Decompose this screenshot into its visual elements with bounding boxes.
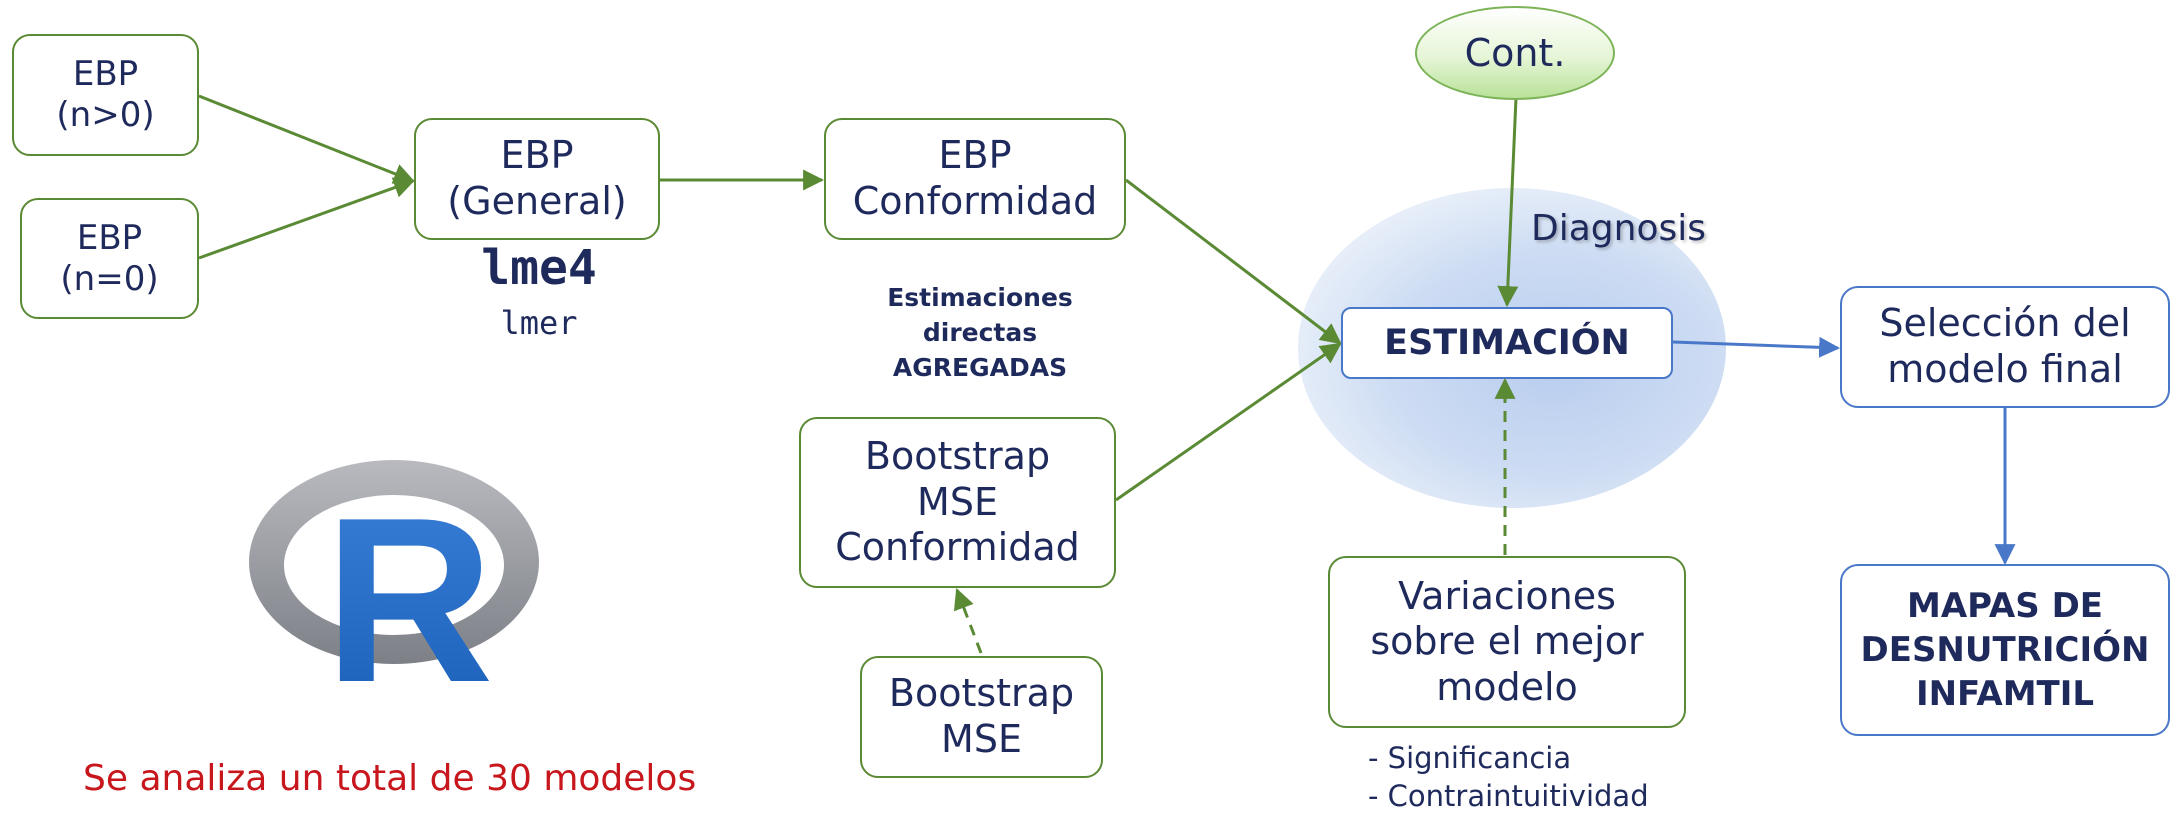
ebp-n-eq-0-title: EBP	[76, 217, 143, 258]
ebp-conformidad-subtitle: Conformidad	[852, 179, 1098, 223]
arrow-cont-to-estimacion	[1497, 97, 1519, 308]
bootstrap-mse-line-1: Bootstrap	[888, 671, 1075, 716]
arrow-bootstrap-mse-to-conformidad	[953, 588, 983, 654]
ebp-general-subtitle: (General)	[447, 179, 627, 223]
arrow-estimacion-to-seleccion	[1672, 336, 1841, 358]
cont-label: Cont.	[1464, 31, 1566, 75]
bootstrap-mse-conformidad-box: Bootstrap MSE Conformidad	[799, 417, 1116, 588]
ebp-n-eq-0-subtitle: (n=0)	[60, 258, 159, 299]
mapas-line-1: MAPAS DE	[1906, 585, 2104, 626]
ebp-n-gt-0-title: EBP	[72, 54, 139, 95]
ebp-conformidad-title: EBP	[938, 133, 1012, 178]
bootstrap-mse-conformidad-line-1: Bootstrap	[864, 434, 1051, 479]
mapas-line-2: DESNUTRICIÓN	[1860, 629, 2150, 670]
estimaciones-directas-line-1: Estimaciones	[887, 283, 1073, 312]
seleccion-line-2: modelo final	[1887, 347, 2123, 391]
r-logo: R	[249, 460, 539, 685]
models-total-note: Se analiza un total de 30 modelos	[83, 758, 697, 799]
ebp-general-box: EBP (General)	[414, 118, 660, 240]
arrow-ebp-n-gt-0-to-general	[198, 94, 415, 184]
lmer-label: lmer	[500, 304, 578, 342]
variaciones-line-2: sobre el mejor	[1370, 619, 1644, 664]
estimaciones-directas-line-3: AGREGADAS	[892, 353, 1068, 382]
mapas-line-3: INFAMTIL	[1915, 674, 2095, 715]
seleccion-box: Selección del modelo final	[1840, 286, 2170, 408]
ebp-general-title: EBP	[500, 133, 574, 178]
cont-oval: Cont.	[1415, 6, 1615, 100]
arrow-conformidad-to-estimacion	[1125, 178, 1342, 345]
bootstrap-mse-conformidad-line-3: Conformidad	[835, 525, 1080, 570]
ebp-n-gt-0-box: EBP (n>0)	[12, 34, 199, 156]
ebp-conformidad-box: EBP Conformidad	[824, 118, 1126, 240]
seleccion-line-1: Selección del	[1879, 301, 2131, 346]
arrow-ebp-n-eq-0-to-general	[198, 177, 415, 260]
estimaciones-directas-label: Estimaciones directas AGREGADAS	[860, 280, 1100, 385]
estimacion-label: ESTIMACIÓN	[1384, 323, 1630, 363]
estimacion-box: ESTIMACIÓN	[1341, 307, 1673, 379]
bootstrap-mse-line-2: MSE	[941, 717, 1022, 761]
r-logo-letter: R	[324, 468, 494, 685]
note-contraintuitividad: - Contraintuitividad	[1368, 778, 1649, 813]
variaciones-notes: - Significancia - Contraintuitividad	[1368, 740, 1649, 815]
variaciones-box: Variaciones sobre el mejor modelo	[1328, 556, 1686, 728]
bootstrap-mse-conformidad-line-2: MSE	[917, 479, 998, 524]
r-logo-ring	[249, 460, 539, 664]
diagnosis-label: Diagnosis	[1531, 208, 1706, 249]
lme4-label: lme4	[481, 240, 597, 296]
arrow-bootstrap-conformidad-to-estimacion	[1115, 342, 1342, 502]
estimaciones-directas-line-2: directas	[922, 318, 1038, 347]
note-significancia: - Significancia	[1368, 741, 1572, 775]
variaciones-line-1: Variaciones	[1398, 573, 1616, 618]
mapas-box: MAPAS DE DESNUTRICIÓN INFAMTIL	[1840, 564, 2170, 736]
ebp-n-gt-0-subtitle: (n>0)	[56, 95, 155, 135]
bootstrap-mse-box: Bootstrap MSE	[860, 656, 1103, 778]
variaciones-line-3: modelo	[1436, 664, 1578, 709]
ebp-n-eq-0-box: EBP (n=0)	[20, 198, 199, 319]
